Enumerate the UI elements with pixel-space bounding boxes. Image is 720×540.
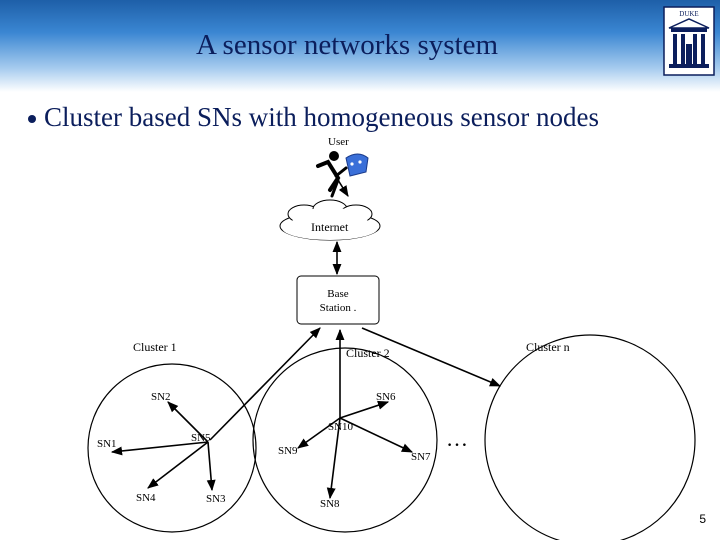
cluster-label: Cluster 1 — [133, 340, 177, 354]
link-sn5-sn2 — [167, 401, 209, 443]
link-sn5-sn3 — [206, 441, 216, 492]
link-sn5-basestation — [209, 327, 321, 441]
sensor-node-label: SN2 — [151, 391, 171, 403]
cluster-label: Cluster n — [526, 340, 570, 354]
sensor-node-label: SN1 — [97, 438, 117, 450]
link-sn10-sn6 — [339, 400, 390, 419]
link-sn10-sn8 — [326, 417, 341, 500]
sensor-node-label: SN8 — [320, 498, 340, 510]
base-station-box — [296, 275, 380, 325]
bullet-text: Cluster based SNs with homogeneous senso… — [28, 100, 684, 135]
slide-title: A sensor networks system — [195, 29, 499, 61]
more-clusters-ellipsis: … — [446, 426, 468, 451]
internet-label: Internet — [311, 220, 349, 234]
cluster-2-circle — [252, 347, 438, 533]
bullet-dot — [28, 115, 36, 123]
duke-chapel-logo: DUKE — [663, 6, 715, 76]
link-sn5-sn4 — [147, 441, 209, 489]
link-sn10-sn7 — [339, 417, 414, 453]
bullet-content: Cluster based SNs with homogeneous senso… — [44, 102, 599, 132]
link-user-internet — [337, 179, 349, 197]
slide-header — [0, 0, 720, 92]
base-station-label: Base Station . — [319, 288, 357, 314]
logo-text: DUKE — [679, 10, 698, 18]
sensor-node-label: SN6 — [376, 391, 396, 403]
sensor-node-label: SN10 — [328, 421, 354, 433]
cluster-n-circle — [484, 334, 696, 540]
sensor-node-label: SN5 — [191, 432, 211, 444]
sensor-node-label: SN3 — [206, 493, 226, 505]
link-sn10-sn9 — [297, 417, 341, 449]
sensor-node-label: SN9 — [278, 445, 298, 457]
page-number: 5 — [699, 512, 706, 526]
user-label: User — [328, 136, 349, 148]
user-figure-icon — [316, 151, 348, 198]
sensor-node-label: SN4 — [136, 492, 156, 504]
internet-cloud — [279, 199, 381, 241]
cluster-1-circle — [87, 363, 257, 533]
link-clustern-basestation — [361, 327, 502, 387]
computer-icon — [345, 153, 369, 177]
cluster-label: Cluster 2 — [346, 346, 390, 360]
sensor-node-label: SN7 — [411, 451, 431, 463]
link-sn5-sn1 — [110, 441, 209, 456]
